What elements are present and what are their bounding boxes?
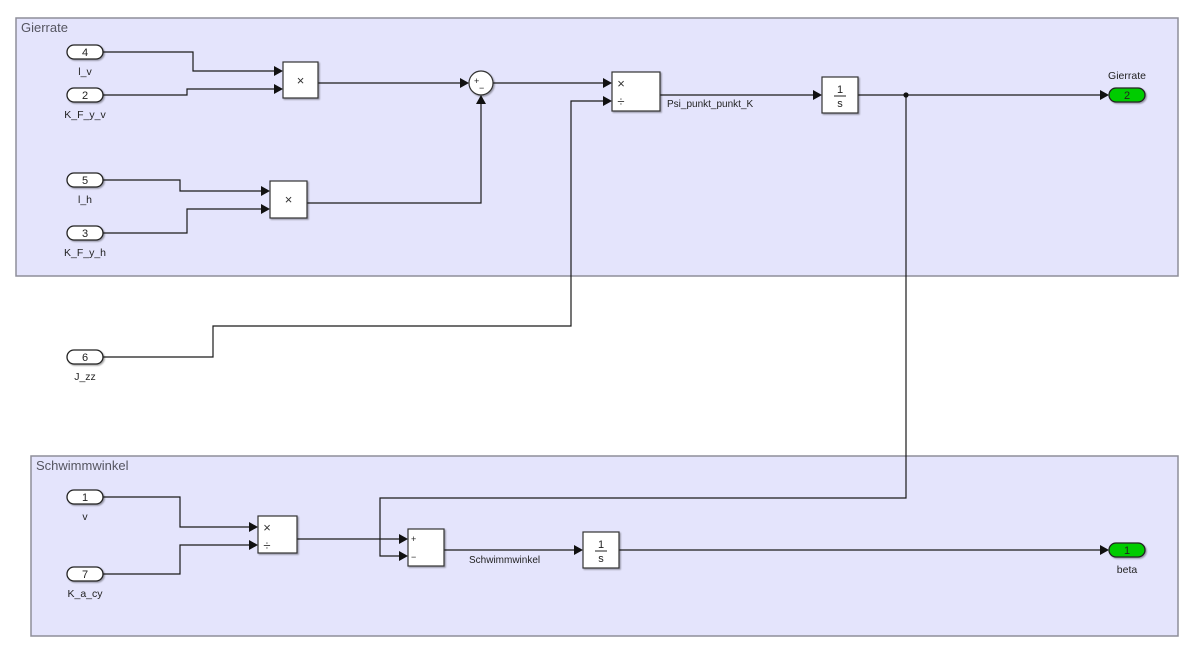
product-block-rear[interactable]: × xyxy=(269,180,308,219)
subtract-block[interactable]: + − xyxy=(407,528,445,567)
inport-name: v xyxy=(82,511,88,523)
outport-name: beta xyxy=(1117,564,1138,576)
integrator-denominator: s xyxy=(598,553,604,565)
multiply-icon: × xyxy=(285,192,293,207)
wire-J_zz[interactable] xyxy=(103,100,606,358)
inport-number: 7 xyxy=(82,569,88,581)
arrowheads xyxy=(249,66,1109,561)
signal-label-schwimmwinkel: Schwimmwinkel xyxy=(469,555,540,566)
integrator-block-gierrate[interactable]: 1 s xyxy=(821,76,859,114)
wire-K_F_y_v[interactable] xyxy=(103,88,277,96)
inport-number: 3 xyxy=(82,228,88,240)
inport-number: 1 xyxy=(82,492,88,504)
wire-K_F_y_h[interactable] xyxy=(103,208,264,234)
wire-l_v[interactable] xyxy=(103,51,277,72)
wire-product2-sum[interactable] xyxy=(307,102,482,204)
wire-branch-gierrate[interactable] xyxy=(379,95,907,557)
plus-sign: + xyxy=(474,76,479,86)
minus-sign: − xyxy=(411,552,416,562)
arrow-icon xyxy=(460,78,469,88)
inport-v[interactable]: 1 v xyxy=(66,489,104,523)
arrow-icon xyxy=(399,534,408,544)
signal-label-psi: Psi_punkt_punkt_K xyxy=(667,99,754,110)
arrow-icon xyxy=(603,78,612,88)
minus-sign: − xyxy=(479,83,484,93)
outport-number: 1 xyxy=(1124,545,1130,557)
integrator-denominator: s xyxy=(837,98,843,110)
plus-sign: + xyxy=(411,534,416,544)
inport-l_h[interactable]: 5 l_h xyxy=(66,172,104,206)
outport-number: 2 xyxy=(1124,90,1130,102)
integrator-numerator: 1 xyxy=(598,539,604,551)
arrow-icon xyxy=(1100,90,1109,100)
inport-K_F_y_v[interactable]: 2 K_F_y_v xyxy=(64,87,106,121)
wire-K_a_cy[interactable] xyxy=(103,544,252,575)
integrator-numerator: 1 xyxy=(837,84,843,96)
arrow-icon xyxy=(261,204,270,214)
divide-icon: ÷ xyxy=(263,538,270,553)
signal-lines xyxy=(103,51,1103,575)
integrator-block-beta[interactable]: 1 s xyxy=(582,531,620,569)
arrow-icon xyxy=(399,551,408,561)
arrow-icon xyxy=(476,95,486,104)
inport-number: 6 xyxy=(82,352,88,364)
inport-l_v[interactable]: 4 l_v xyxy=(66,44,104,78)
inport-number: 5 xyxy=(82,175,88,187)
inport-name: K_a_cy xyxy=(67,588,103,600)
multiply-icon: × xyxy=(263,520,271,535)
outport-beta[interactable]: 1 beta xyxy=(1108,542,1146,576)
divide-block-schwimm[interactable]: × ÷ xyxy=(257,515,298,554)
inport-K_a_cy[interactable]: 7 K_a_cy xyxy=(66,566,104,600)
product-block-front[interactable]: × xyxy=(282,61,319,99)
inport-name: K_F_y_h xyxy=(64,247,106,259)
divide-block-psi[interactable]: × ÷ xyxy=(611,71,661,112)
area-schwimmwinkel-label: Schwimmwinkel xyxy=(36,458,129,473)
arrow-icon xyxy=(574,545,583,555)
wire-v[interactable] xyxy=(103,496,252,528)
outport-gierrate[interactable]: 2 Gierrate xyxy=(1108,70,1146,103)
area-gierrate[interactable]: Gierrate xyxy=(15,17,1179,277)
divide-icon: ÷ xyxy=(617,94,624,109)
arrow-icon xyxy=(274,66,283,76)
arrow-icon xyxy=(249,522,258,532)
multiply-icon: × xyxy=(297,73,305,88)
arrow-icon xyxy=(603,96,612,106)
sum-block[interactable]: + − xyxy=(468,70,494,96)
inport-number: 4 xyxy=(82,47,88,59)
multiply-icon: × xyxy=(617,76,625,91)
branch-point xyxy=(903,92,909,98)
arrow-icon xyxy=(274,84,283,94)
wire-l_h[interactable] xyxy=(103,179,264,192)
arrow-icon xyxy=(813,90,822,100)
inport-name: K_F_y_v xyxy=(64,109,106,121)
inport-name: l_v xyxy=(78,66,92,78)
outport-name: Gierrate xyxy=(1108,70,1146,82)
arrow-icon xyxy=(249,540,258,550)
area-gierrate-label: Gierrate xyxy=(21,20,68,35)
inport-J_zz[interactable]: 6 J_zz xyxy=(66,349,104,383)
inport-number: 2 xyxy=(82,90,88,102)
arrow-icon xyxy=(261,186,270,196)
inport-K_F_y_h[interactable]: 3 K_F_y_h xyxy=(64,225,106,259)
arrow-icon xyxy=(1100,545,1109,555)
inport-name: J_zz xyxy=(74,371,96,383)
inport-name: l_h xyxy=(78,194,92,206)
